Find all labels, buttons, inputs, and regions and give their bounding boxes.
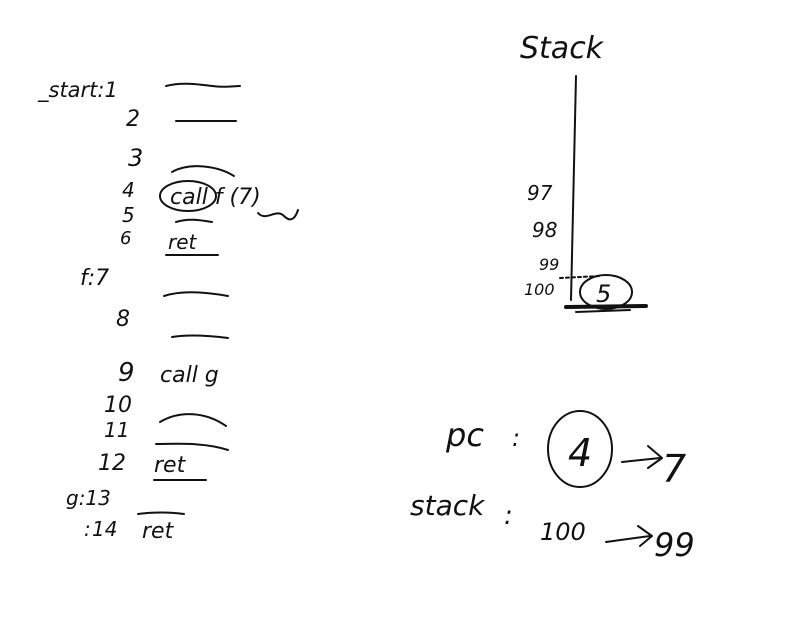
stack-address-98: 98 [532, 218, 557, 242]
line-13-code-stroke [137, 511, 185, 515]
label-f: f:7 [80, 266, 109, 291]
stack-top-value: 5 [596, 280, 611, 308]
call-g-instruction: call g [160, 363, 219, 388]
line-number-11: 11 [104, 418, 129, 442]
stack-base-line-2 [575, 309, 631, 313]
stack-top-circle [579, 274, 633, 310]
pc-colon: : [512, 424, 520, 452]
stack-colon: : [504, 501, 513, 531]
label-g: g:13 [66, 486, 111, 510]
line-1-code-stroke [165, 82, 241, 88]
line-number-8: 8 [116, 307, 130, 332]
wave-underline [257, 209, 299, 221]
stack-title: Stack [520, 31, 605, 66]
stack-address-100: 100 [524, 280, 555, 299]
line-number-10: 10 [104, 393, 132, 418]
ret-instruction-6: ret [168, 230, 198, 254]
line-number-6: 6 [120, 228, 131, 249]
label-start: _start:1 [37, 78, 118, 103]
line-number-5: 5 [122, 203, 135, 227]
line-5-code-stroke [175, 218, 213, 223]
line-8-code-stroke [171, 334, 229, 339]
pc-old-value: 4 [568, 431, 592, 475]
stack-vertical-line [570, 75, 577, 301]
line-number-4: 4 [122, 178, 135, 202]
line-11-code-stroke [155, 442, 229, 451]
stack-base-line [564, 304, 648, 309]
line-number-12: 12 [98, 451, 126, 476]
pc-label: pc [445, 416, 484, 454]
ret-instruction-14: ret [142, 519, 175, 544]
pc-new-value: 7 [662, 447, 686, 491]
line-number-2: 2 [126, 107, 140, 132]
line-7-code-stroke [163, 291, 229, 297]
stack-pointer-label: stack [410, 489, 486, 522]
line-10-code-stroke [159, 413, 227, 427]
line-3-code-stroke [171, 165, 235, 177]
line-number-3: 3 [128, 144, 143, 172]
stack-old-value: 100 [540, 518, 586, 546]
pc-old-circle [547, 410, 613, 488]
line-number-14: : [84, 517, 91, 541]
pc-arrow [621, 445, 663, 469]
circled-call-annotation [159, 180, 217, 212]
stack-address-97: 97 [527, 181, 553, 205]
stack-new-value: 99 [654, 526, 695, 564]
stack-address-99: 99 [539, 255, 559, 274]
line-number-14-digits: 14 [92, 517, 117, 541]
stack-arrow [605, 525, 653, 547]
ret-instruction-12: ret [154, 453, 187, 478]
line-number-9: 9 [118, 358, 135, 388]
